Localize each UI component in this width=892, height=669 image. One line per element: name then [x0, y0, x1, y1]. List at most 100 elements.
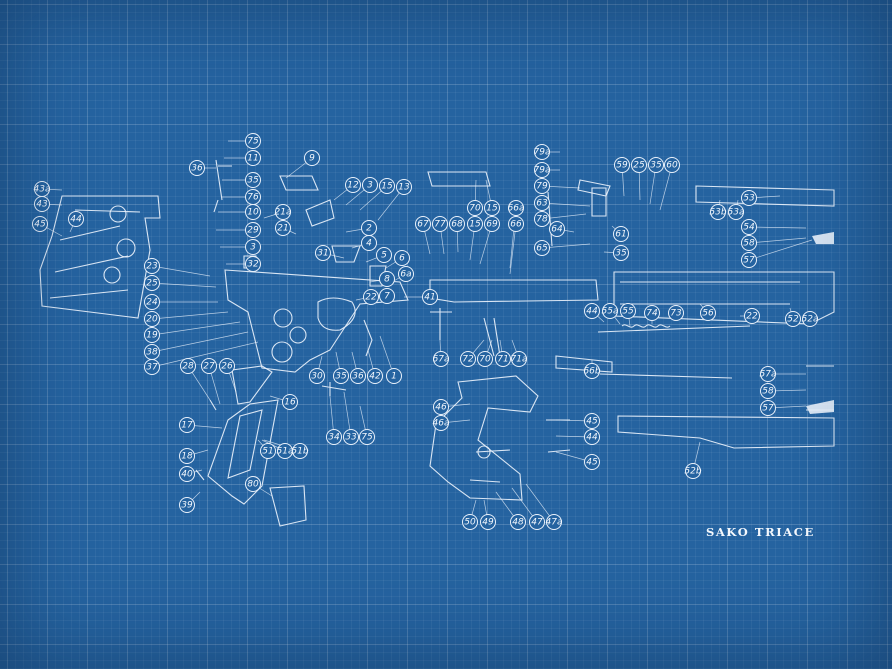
callout-leader	[151, 282, 217, 288]
callout-circle	[511, 351, 527, 367]
part-callout: 36	[350, 368, 366, 384]
part-callout: 51	[260, 443, 276, 459]
part-number-label: 48	[512, 518, 524, 528]
part-callout: 67a	[433, 351, 449, 367]
part-number-label: 19	[146, 331, 158, 341]
callout-circle	[508, 216, 524, 232]
callout-circle	[179, 497, 195, 513]
callout-circle	[484, 216, 500, 232]
part-callout: 63	[534, 195, 550, 211]
callout-circle	[180, 358, 196, 374]
part-number-label: 47	[531, 518, 543, 528]
callout-circle	[584, 363, 600, 379]
part-number-label: 35	[247, 176, 259, 186]
part-number-label: 77	[434, 220, 446, 230]
callout-circle	[613, 245, 629, 261]
part-number-label: 46	[435, 403, 447, 413]
part-number-label: 46a	[433, 419, 450, 429]
part-number-label: 52b	[684, 467, 701, 477]
callout-circle	[376, 247, 392, 263]
callout-circle	[379, 288, 395, 304]
part-number-label: 5	[381, 251, 387, 261]
part-callout: 75	[245, 133, 261, 149]
callout-circle	[602, 303, 618, 319]
part-number-label: 55	[622, 307, 634, 317]
diagram-title: SAKO TRIACE	[706, 525, 815, 539]
part-callout: 66b	[583, 363, 601, 379]
part-number-label: 50	[464, 518, 476, 528]
part-callout: 6a	[398, 266, 414, 282]
part-callout: 35	[333, 368, 349, 384]
callout-circle	[422, 289, 438, 305]
callout-circle	[282, 394, 298, 410]
callout-circle	[760, 383, 776, 399]
part-callout: 4	[361, 235, 377, 251]
part-callout: 80	[245, 476, 261, 492]
part-callout: 58	[741, 235, 757, 251]
callout-circle	[549, 221, 565, 237]
callout-circle	[741, 252, 757, 268]
part-callout: 10	[245, 204, 261, 220]
part-callout: 21	[275, 220, 291, 236]
part-callout: 28	[180, 358, 196, 374]
callout-circle	[460, 351, 476, 367]
part-number-label: 51b	[291, 447, 308, 457]
part-callout: 60	[664, 157, 680, 173]
callout-circle	[508, 200, 524, 216]
part-number-label: 69	[486, 220, 498, 230]
callout-circle	[802, 311, 818, 327]
part-number-label: 70	[479, 355, 491, 365]
callout-circle	[315, 245, 331, 261]
part-callout: 74	[644, 305, 660, 321]
part-callout: 46a	[433, 415, 450, 431]
callout-circle	[379, 271, 395, 287]
callout-circle	[245, 133, 261, 149]
part-callout: 77	[432, 216, 448, 232]
part-number-label: 21	[277, 224, 288, 234]
part-callout: 35	[648, 157, 664, 173]
callout-circle	[350, 368, 366, 384]
callout-circle	[584, 454, 600, 470]
part-number-label: 79a	[534, 148, 551, 158]
part-callout: 49	[480, 514, 496, 530]
part-number-label: 58	[762, 387, 774, 397]
part-callout: 17	[179, 417, 195, 433]
part-callout: 22	[363, 289, 379, 305]
callout-leader	[509, 223, 517, 275]
callout-circle	[467, 200, 483, 216]
callout-circle	[546, 514, 562, 530]
part-callout: 31	[315, 245, 331, 261]
part-number-label: 57a	[760, 370, 777, 380]
part-callout: 16	[282, 394, 298, 410]
part-callout: 3	[362, 177, 378, 193]
part-number-label: 59	[616, 161, 628, 171]
callout-circle	[510, 514, 526, 530]
part-callout: 15	[467, 216, 483, 232]
part-callout: 35	[245, 172, 261, 188]
part-number-label: 31	[317, 249, 328, 259]
part-number-label: 39	[181, 501, 193, 511]
callout-circle	[359, 429, 375, 445]
part-number-label: 8	[384, 275, 390, 285]
callout-circle	[34, 196, 50, 212]
part-number-label: 80	[247, 480, 259, 490]
part-callout: 55a	[602, 303, 618, 319]
part-number-label: 73	[670, 309, 682, 319]
callout-circle	[710, 204, 726, 220]
part-number-label: 76	[247, 193, 259, 203]
callout-circle	[32, 216, 48, 232]
part-callout: 12	[345, 177, 361, 193]
part-number-label: 49	[482, 518, 494, 528]
part-callout: 54	[741, 219, 757, 235]
callout-circle	[480, 514, 496, 530]
part-number-label: 60	[666, 161, 678, 171]
part-number-label: 57	[743, 256, 755, 266]
part-callout: 25	[631, 157, 647, 173]
part-number-label: 44	[70, 215, 82, 225]
part-callout: 52b	[684, 463, 702, 479]
callout-circle	[260, 443, 276, 459]
part-number-label: 25	[633, 161, 645, 171]
callout-circle	[309, 368, 325, 384]
